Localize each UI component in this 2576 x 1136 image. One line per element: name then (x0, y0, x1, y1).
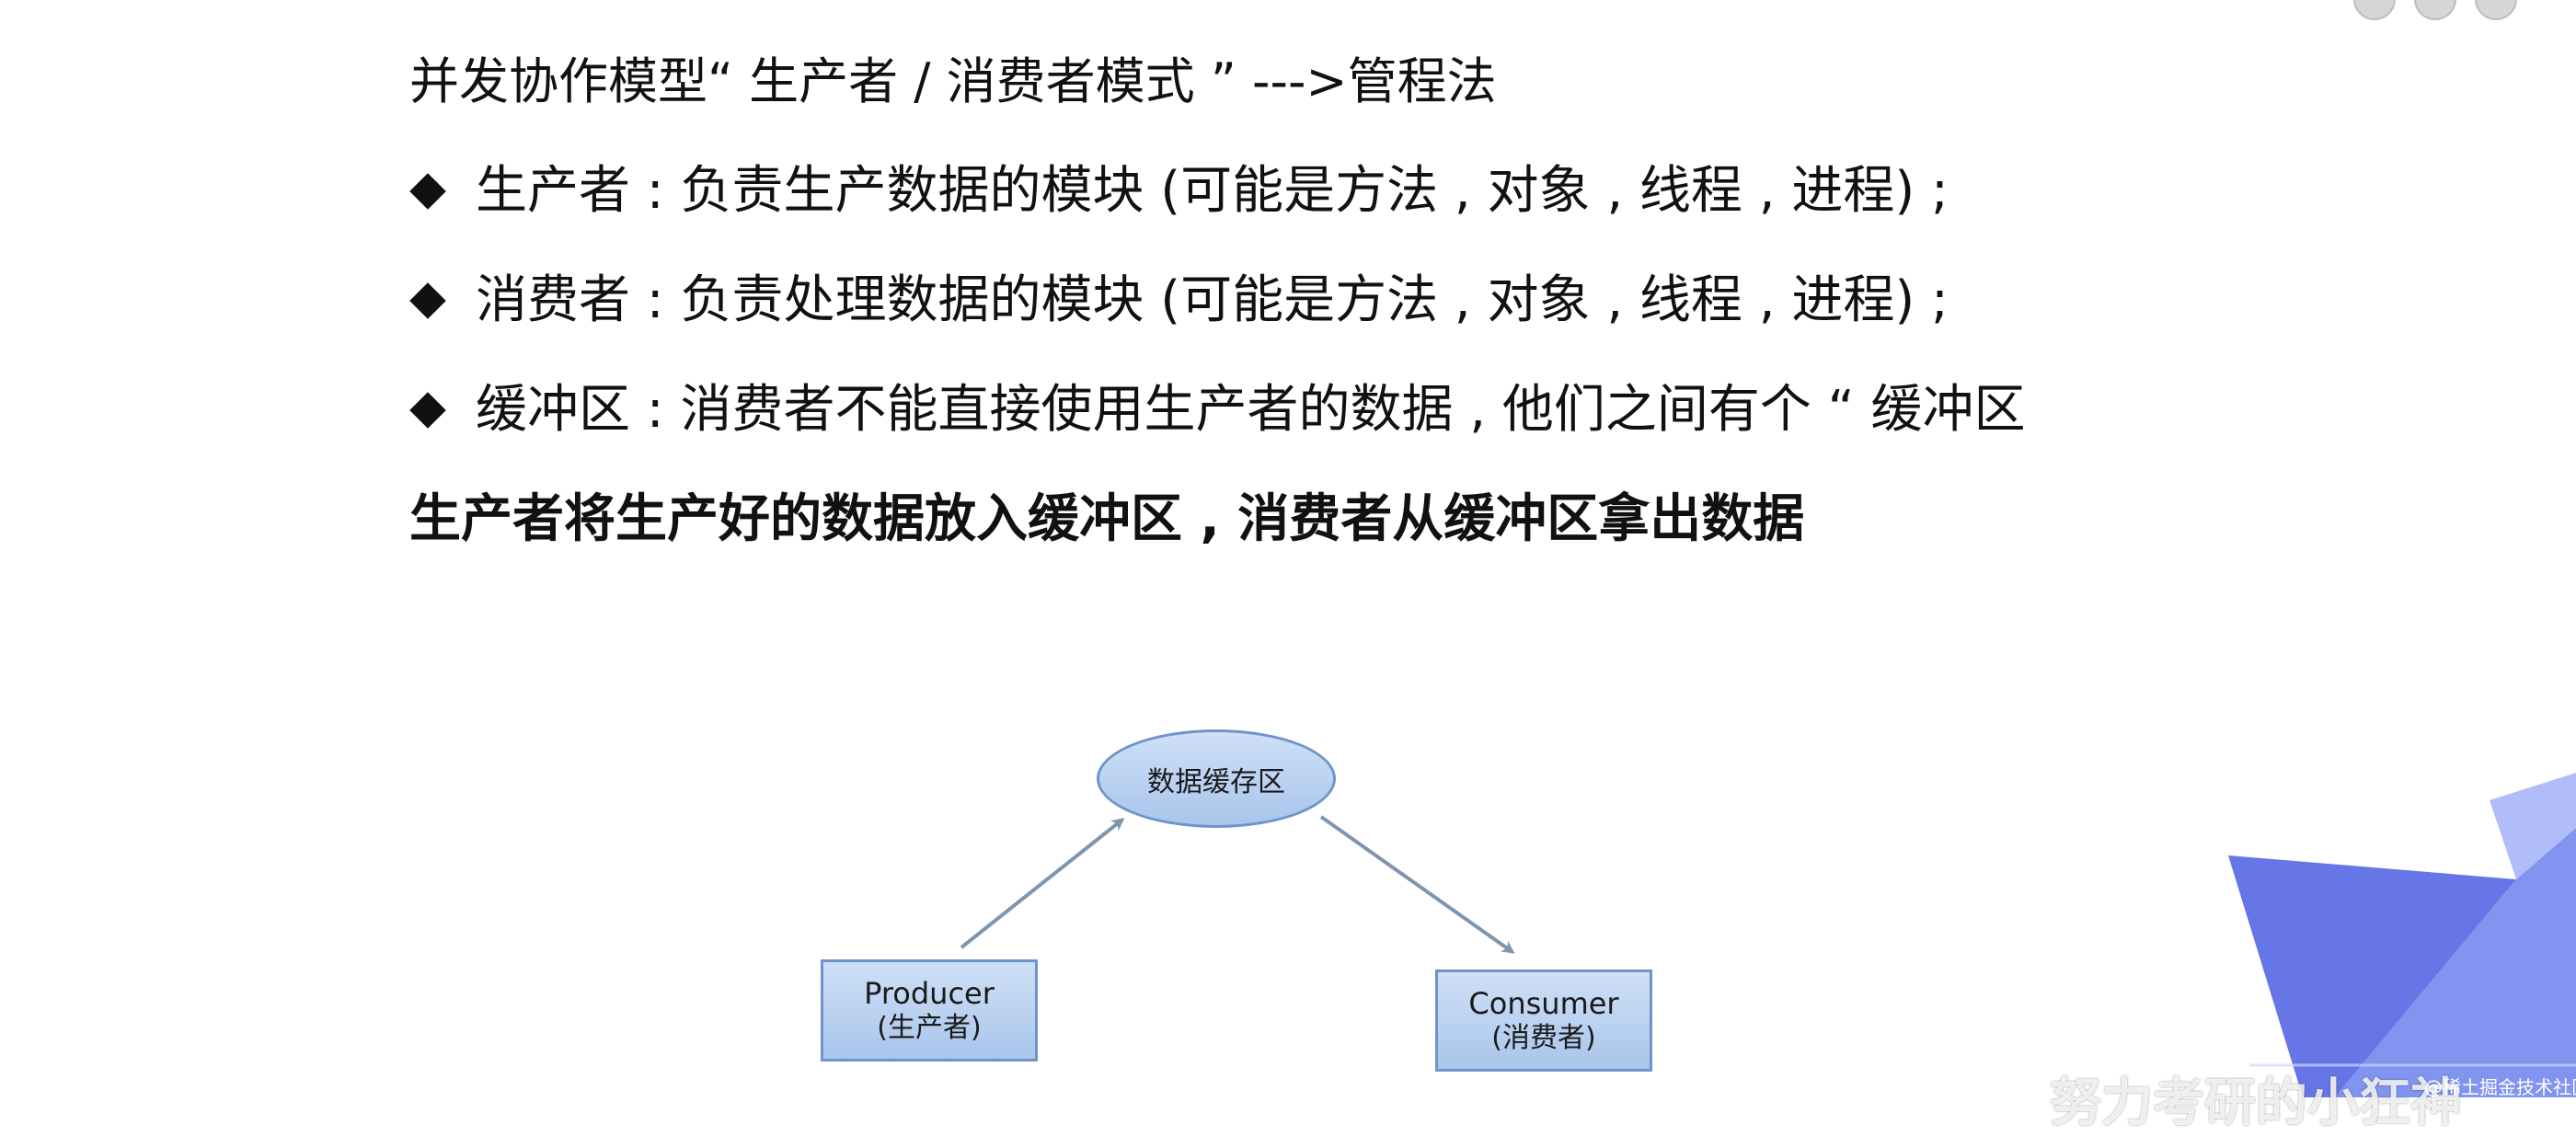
producer-node-label: Producer (864, 976, 995, 1012)
consumer-node-sublabel: (消费者) (1491, 1021, 1596, 1054)
top-dot (2414, 0, 2456, 20)
slide-summary: 生产者将生产好的数据放入缓冲区 , 消费者从缓冲区拿出数据 (409, 489, 1805, 549)
deco-triangle-accent (2335, 828, 2576, 1097)
bullet-producer: 生产者 : 负责生产数据的模块 (可能是方法 , 对象 , 线程 , 进程) ; (409, 166, 1949, 217)
slide-title: 并发协作模型“ 生产者 / 消费者模式 ” --->管程法 (409, 52, 1497, 110)
arrow-producer-to-buffer (960, 818, 1125, 949)
arrow-buffer-to-consumer (1319, 815, 1515, 954)
producer-node: Producer (生产者) (821, 959, 1038, 1061)
video-watermark: 努力考研的小狂神 (2050, 1073, 2462, 1133)
producer-node-sublabel: (生产者) (877, 1011, 982, 1044)
top-dot (2353, 0, 2396, 20)
deco-triangle-light (2490, 773, 2576, 879)
buffer-node-label: 数据缓存区 (1147, 765, 1285, 798)
diamond-bullet-icon (409, 173, 446, 210)
consumer-node-label: Consumer (1468, 986, 1619, 1022)
consumer-node: Consumer (消费者) (1435, 970, 1652, 1072)
bullet-consumer-text: 消费者 : 负责处理数据的模块 (可能是方法 , 对象 , 线程 , 进程) ; (476, 270, 1949, 330)
bullet-buffer-text: 缓冲区 : 消费者不能直接使用生产者的数据 , 他们之间有个 “ 缓冲区 (476, 380, 2026, 440)
source-tag: @稀土掘金技术社区 (2424, 1076, 2576, 1098)
bullet-consumer: 消费者 : 负责处理数据的模块 (可能是方法 , 对象 , 线程 , 进程) ; (409, 275, 1949, 327)
diamond-bullet-icon (409, 392, 446, 429)
buffer-node: 数据缓存区 (1097, 729, 1336, 828)
bullet-producer-text: 生产者 : 负责生产数据的模块 (可能是方法 , 对象 , 线程 , 进程) ; (476, 161, 1949, 221)
top-dot (2475, 0, 2517, 20)
bullet-buffer: 缓冲区 : 消费者不能直接使用生产者的数据 , 他们之间有个 “ 缓冲区 (409, 384, 2025, 436)
top-decoration-dots (2353, 0, 2517, 20)
diamond-bullet-icon (409, 282, 446, 319)
